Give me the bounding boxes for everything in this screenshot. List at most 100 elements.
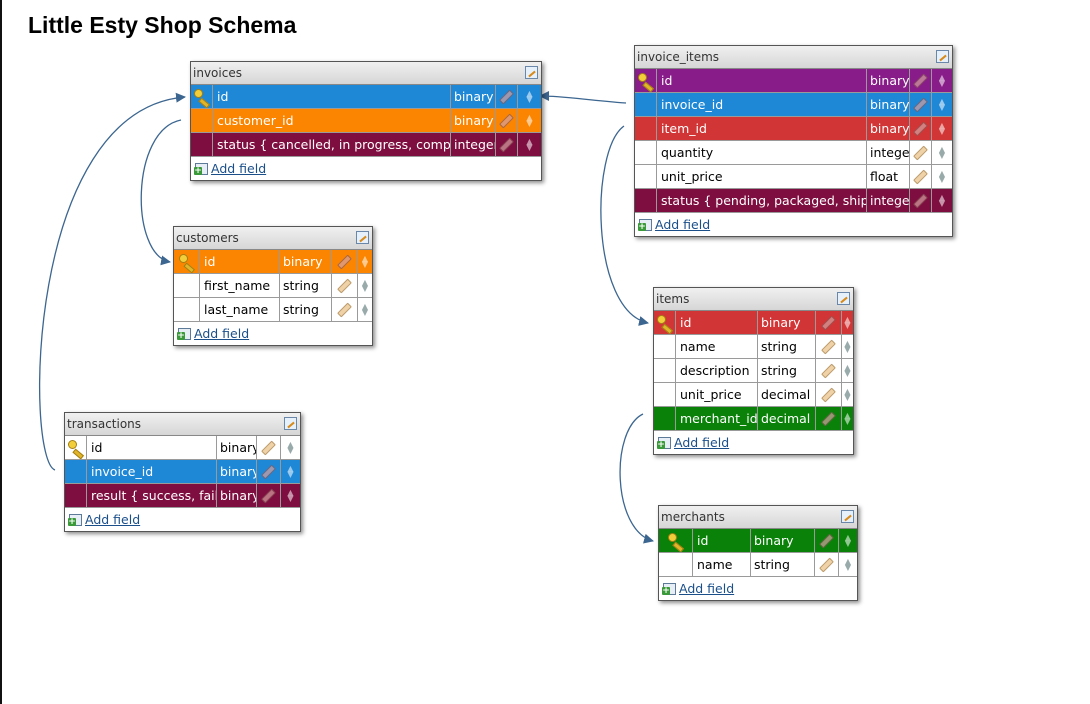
pencil-icon [499,137,514,152]
sort-arrows-icon: ▲▼ [938,72,946,88]
edit-field-button[interactable] [910,93,932,116]
edit-table-icon[interactable] [936,50,949,63]
field-row-quantity[interactable]: quantityinteger▲▼ [635,141,952,165]
field-type: string [758,359,816,382]
reorder-field-handle[interactable]: ▲▼ [842,407,853,430]
add-field-icon[interactable] [657,436,671,449]
field-type: binary [867,69,910,92]
reorder-field-handle[interactable]: ▲▼ [358,274,372,297]
add-field-icon[interactable] [638,218,652,231]
edit-field-button[interactable] [816,335,842,358]
edit-field-button[interactable] [332,250,358,273]
sort-arrows-icon: ▲▼ [287,439,294,455]
field-name: result { success, failed } [87,484,217,507]
sort-arrows-icon: ▲▼ [844,362,851,378]
table-name: transactions [67,417,142,431]
reorder-field-handle[interactable]: ▲▼ [932,93,952,116]
reorder-field-handle[interactable]: ▲▼ [932,189,952,212]
add-field-link[interactable]: Add field [655,217,711,232]
edit-table-icon[interactable] [525,66,538,79]
add-field-link[interactable]: Add field [679,581,735,596]
reorder-field-handle[interactable]: ▲▼ [281,436,300,459]
pencil-icon [337,278,352,293]
reorder-field-handle[interactable]: ▲▼ [281,460,300,483]
edit-field-button[interactable] [910,69,932,92]
add-field-link[interactable]: Add field [85,512,141,527]
reorder-field-handle[interactable]: ▲▼ [842,311,853,334]
edit-field-button[interactable] [332,274,358,297]
edit-field-button[interactable] [257,460,281,483]
reorder-field-handle[interactable]: ▲▼ [842,359,853,382]
edit-field-button[interactable] [910,141,932,164]
reorder-field-handle[interactable]: ▲▼ [839,529,857,552]
reorder-field-handle[interactable]: ▲▼ [281,484,300,507]
edit-field-button[interactable] [257,436,281,459]
reorder-field-handle[interactable]: ▲▼ [842,335,853,358]
edit-field-button[interactable] [332,298,358,321]
edit-field-button[interactable] [815,529,839,552]
sort-arrows-icon: ▲▼ [844,386,851,402]
field-row-status[interactable]: status { pending, packaged, shipped }int… [635,189,952,213]
add-field-link[interactable]: Add field [194,326,250,341]
edit-table-icon[interactable] [837,292,850,305]
reorder-field-handle[interactable]: ▲▼ [839,553,857,576]
field-name: status { cancelled, in progress, complet… [213,133,451,156]
table-header: transactions [65,413,300,436]
reorder-field-handle[interactable]: ▲▼ [518,85,541,108]
edit-field-button[interactable] [815,553,839,576]
add-field-icon[interactable] [194,162,208,175]
add-field-link[interactable]: Add field [211,161,267,176]
field-row-result[interactable]: result { success, failed }binary▲▼ [65,484,300,508]
reorder-field-handle[interactable]: ▲▼ [358,250,372,273]
field-row-status[interactable]: status { cancelled, in progress, complet… [191,133,541,157]
edit-table-icon[interactable] [356,231,369,244]
reorder-field-handle[interactable]: ▲▼ [932,165,952,188]
field-name: invoice_id [657,93,867,116]
edit-field-button[interactable] [910,189,932,212]
edit-field-button[interactable] [496,133,518,156]
edit-field-button[interactable] [496,85,518,108]
add-field-icon[interactable] [68,513,82,526]
field-key-cell [635,93,657,116]
edit-table-icon[interactable] [841,510,854,523]
edit-field-button[interactable] [496,109,518,132]
edit-field-button[interactable] [816,359,842,382]
reorder-field-handle[interactable]: ▲▼ [932,117,952,140]
reorder-field-handle[interactable]: ▲▼ [518,109,541,132]
edit-field-button[interactable] [910,165,932,188]
edit-field-button[interactable] [816,383,842,406]
edit-table-icon[interactable] [284,417,297,430]
add-field-icon[interactable] [177,327,191,340]
reorder-field-handle[interactable]: ▲▼ [932,141,952,164]
edit-field-button[interactable] [257,484,281,507]
reorder-field-handle[interactable]: ▲▼ [518,133,541,156]
add-field-link[interactable]: Add field [674,435,730,450]
reorder-field-handle[interactable]: ▲▼ [358,298,372,321]
reorder-field-handle[interactable]: ▲▼ [932,69,952,92]
edit-field-button[interactable] [816,407,842,430]
edit-field-button[interactable] [910,117,932,140]
pencil-icon [821,339,836,354]
edit-field-button[interactable] [816,311,842,334]
reorder-field-handle[interactable]: ▲▼ [842,383,853,406]
add-field-icon[interactable] [662,582,676,595]
